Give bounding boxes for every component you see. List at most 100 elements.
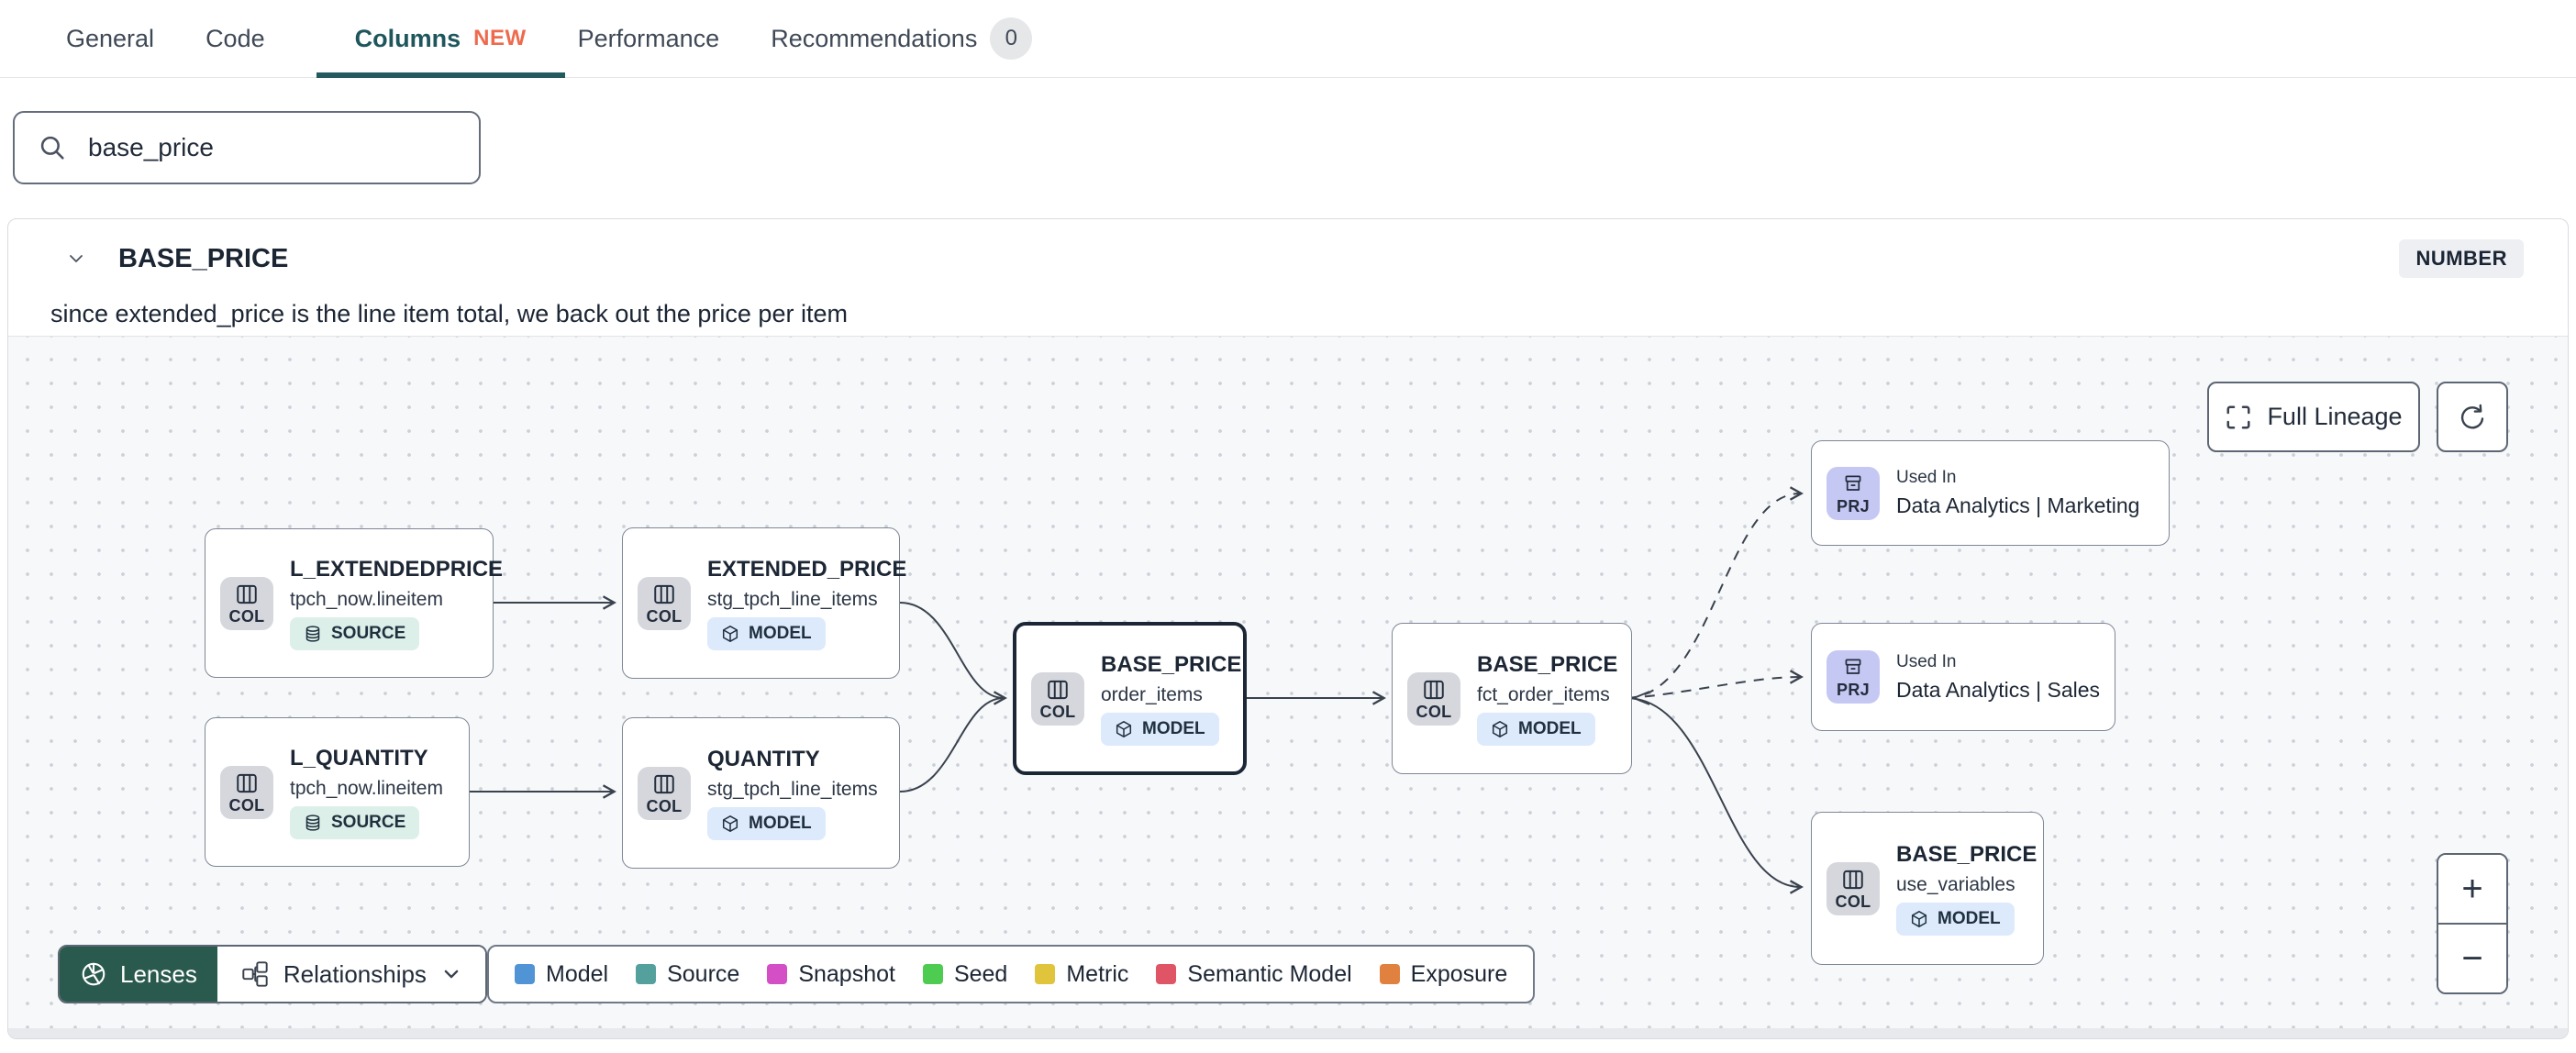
expand-icon: [2226, 405, 2250, 428]
node-subtitle: use_variables: [1896, 873, 2015, 895]
full-lineage-button[interactable]: Full Lineage: [2207, 382, 2420, 452]
recommendations-count-badge: 0: [990, 17, 1033, 60]
lineage-legend: Model Source Snapshot Seed Metric Semant…: [487, 945, 1536, 1003]
tab-performance[interactable]: Performance: [578, 0, 720, 77]
hierarchy-icon: [242, 961, 268, 987]
lineage-node-base-price-order-items[interactable]: COL BASE_PRICE order_items MODEL: [1013, 622, 1247, 775]
legend-swatch: [767, 964, 788, 984]
legend-swatch: [636, 964, 657, 984]
column-panel-header: BASE_PRICE NUMBER since extended_price i…: [8, 219, 2568, 336]
node-resource-badge: MODEL: [707, 616, 826, 650]
database-icon: [305, 814, 320, 831]
columns-icon: [1843, 870, 1863, 889]
cube-icon: [1116, 720, 1132, 737]
tab-label: Columns: [354, 24, 461, 52]
chevron-down-icon[interactable]: [65, 248, 87, 270]
cube-icon: [1492, 720, 1508, 737]
column-kind-tile: COL: [1031, 671, 1084, 726]
cube-icon: [722, 625, 738, 642]
lineage-edge: [1626, 670, 1804, 699]
lineage-edge-arrowhead: [1631, 691, 1650, 705]
tab-general[interactable]: General: [66, 0, 154, 77]
refresh-button[interactable]: [2437, 382, 2508, 452]
lenses-button[interactable]: Lenses: [60, 947, 217, 1002]
legend-swatch: [922, 964, 943, 984]
tab-label: General: [66, 24, 155, 52]
node-subtitle: fct_order_items: [1477, 683, 1610, 705]
zoom-out-button[interactable]: −: [2438, 925, 2506, 992]
node-subtitle: stg_tpch_line_items: [707, 588, 878, 610]
tab-code[interactable]: Code: [205, 0, 265, 77]
column-panel: BASE_PRICE NUMBER since extended_price i…: [7, 218, 2569, 1039]
archive-icon: [1845, 659, 1861, 674]
node-title: EXTENDED_PRICE: [707, 556, 907, 582]
column-kind-tile: COL: [638, 576, 691, 630]
zoom-in-button[interactable]: +: [2438, 855, 2506, 925]
node-subtitle: tpch_now.lineitem: [290, 588, 443, 610]
tab-label: Code: [205, 24, 265, 52]
legend-item-seed: Seed: [922, 961, 1007, 988]
relationships-dropdown[interactable]: Relationships: [217, 947, 485, 1002]
used-in-name: Data Analytics | Marketing: [1896, 493, 2140, 517]
column-kind-tile: COL: [220, 576, 273, 630]
project-kind-tile: PRJ: [1827, 466, 1880, 520]
lineage-node-l-extendedprice[interactable]: COL L_EXTENDEDPRICE tpch_now.lineitem SO…: [205, 528, 503, 678]
tab-bar: General Code Columns NEW Performance Rec…: [0, 0, 2576, 78]
columns-icon: [654, 584, 674, 604]
lineage-node-base-price-use-variables[interactable]: COL BASE_PRICE use_variables MODEL: [1811, 812, 2044, 965]
chevron-down-icon: [444, 970, 459, 979]
tab-label: Recommendations: [771, 24, 978, 52]
search-input[interactable]: [88, 133, 457, 162]
aperture-icon: [82, 962, 105, 986]
refresh-icon: [2460, 404, 2484, 428]
lineage-node-extended-price[interactable]: COL EXTENDED_PRICE stg_tpch_line_items M…: [622, 527, 906, 679]
tab-recommendations[interactable]: Recommendations 0: [771, 0, 1033, 77]
lineage-node-base-price-fct-order-items[interactable]: COL BASE_PRICE fct_order_items MODEL: [1392, 623, 1632, 774]
new-badge: NEW: [473, 26, 527, 50]
legend-swatch: [515, 964, 535, 984]
tab-label: Performance: [577, 24, 720, 52]
node-resource-badge: MODEL: [707, 806, 826, 840]
node-subtitle: stg_tpch_line_items: [707, 778, 878, 800]
column-kind-tile: COL: [220, 765, 273, 819]
lineage-node-l-quantity[interactable]: COL L_QUANTITY tpch_now.lineitem SOURCE: [205, 717, 470, 867]
project-kind-tile: PRJ: [1827, 650, 1880, 704]
lineage-footer-controls: Lenses Relationships: [58, 945, 487, 1003]
cube-icon: [722, 815, 738, 832]
lineage-edges: [470, 486, 1804, 894]
column-name: BASE_PRICE: [118, 243, 289, 273]
legend-swatch: [1379, 964, 1400, 984]
database-icon: [305, 625, 320, 642]
used-in-label: Used In: [1896, 651, 1957, 671]
columns-icon: [237, 584, 257, 604]
column-description: since extended_price is the line item to…: [50, 300, 848, 327]
lineage-edge: [1626, 486, 1804, 699]
legend-swatch: [1156, 964, 1177, 984]
node-title: QUANTITY: [707, 746, 820, 771]
node-resource-badge: SOURCE: [290, 805, 420, 839]
horizontal-scrollbar[interactable]: [8, 1028, 2568, 1038]
node-resource-badge: MODEL: [1477, 712, 1595, 746]
search-box[interactable]: [13, 111, 481, 184]
legend-item-snapshot: Snapshot: [767, 961, 895, 988]
node-title: BASE_PRICE: [1896, 841, 2037, 867]
columns-icon: [1424, 680, 1444, 699]
columns-icon: [237, 773, 257, 793]
lineage-node-used-in-sales[interactable]: PRJ Used In Data Analytics | Sales: [1811, 623, 2115, 731]
node-resource-badge: MODEL: [1101, 712, 1219, 746]
legend-item-source: Source: [636, 961, 739, 988]
node-subtitle: order_items: [1101, 683, 1203, 705]
node-title: BASE_PRICE: [1101, 651, 1242, 677]
lineage-node-quantity[interactable]: COL QUANTITY stg_tpch_line_items MODEL: [622, 717, 900, 869]
lineage-edge: [899, 697, 1005, 793]
lineage-node-used-in-marketing[interactable]: PRJ Used In Data Analytics | Marketing: [1811, 440, 2170, 546]
used-in-label: Used In: [1896, 468, 1957, 487]
node-title: L_EXTENDEDPRICE: [290, 556, 504, 582]
columns-icon: [654, 774, 674, 793]
node-title: L_QUANTITY: [290, 745, 428, 770]
lineage-graph-canvas[interactable]: COL L_EXTENDEDPRICE tpch_now.lineitem SO…: [8, 336, 2568, 1028]
zoom-control: + −: [2437, 853, 2508, 994]
tab-columns[interactable]: Columns NEW: [316, 0, 565, 78]
cube-icon: [1911, 910, 1927, 927]
